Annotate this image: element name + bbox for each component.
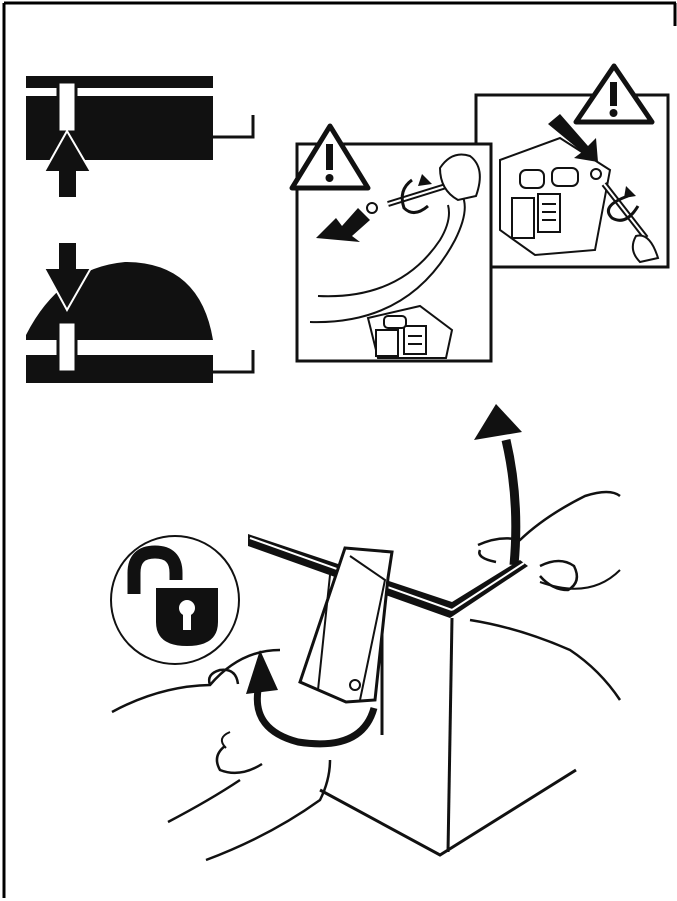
- hand-left-icon: [112, 650, 330, 860]
- pin-icon: [591, 169, 601, 179]
- pin-icon: [367, 203, 377, 213]
- curved-arrow-up-icon: [474, 404, 522, 565]
- door-latch-lever: [300, 548, 392, 702]
- drum-flap-open-icon: [26, 242, 253, 383]
- unlocked-padlock-icon: [111, 536, 239, 664]
- drum-flap-closed-icon: [26, 76, 253, 198]
- hand-right-icon: [470, 492, 620, 700]
